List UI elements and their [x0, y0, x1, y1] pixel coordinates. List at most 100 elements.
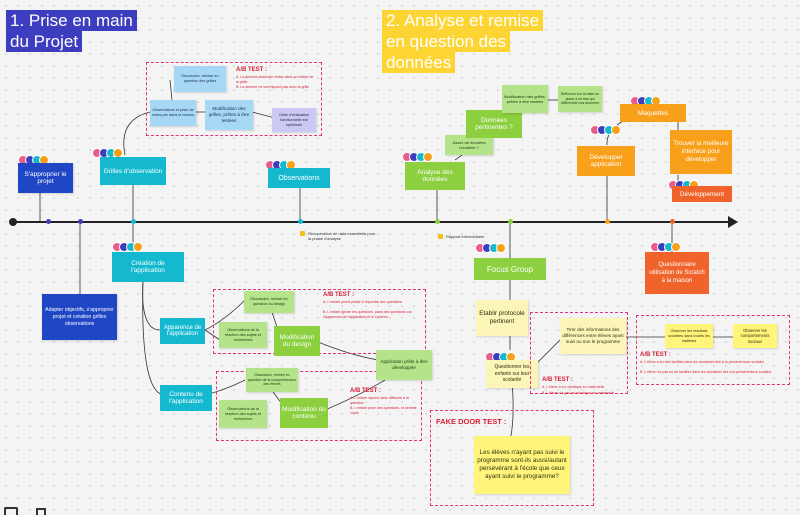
sticky-observer[interactable]: Observer les résultats scolaires dans to…	[665, 324, 713, 348]
node-analyse-label: Analyse des données	[417, 169, 453, 183]
timeline-start-dot	[9, 218, 17, 226]
node-observations[interactable]: Observations	[268, 168, 330, 188]
node-contenu-label: Contenu de l'application	[169, 391, 203, 405]
node-focus-group[interactable]: Focus Group	[474, 258, 546, 280]
node-etablir[interactable]: Etablir protocole pertinent	[476, 300, 528, 336]
node-questionnaire[interactable]: Questionnaire utilisation de Scratch à l…	[645, 252, 709, 294]
ab-test-title-2: A/B TEST :	[323, 292, 354, 298]
timeline-axis	[12, 221, 730, 223]
fake-door-area	[430, 410, 594, 506]
ab-test-title-5: A/B TEST :	[640, 352, 671, 358]
sticky-discussion-contenu[interactable]: Discussion, remise en question de la com…	[246, 368, 298, 392]
ab-test-area-contenu	[216, 371, 422, 441]
avatar-group	[650, 242, 681, 252]
section-2-title-line-3: données	[382, 52, 456, 73]
node-maquettes-label: Maquettes	[637, 109, 669, 117]
node-apparence-label: Apparence de l'application	[163, 325, 202, 337]
sticky-adapter[interactable]: Adapter objectifs, s'approprier projet e…	[42, 294, 117, 340]
ab-test-5-b: B. L'élève n'a pas eu de facilités dans …	[640, 370, 772, 374]
fake-door-title: FAKE DOOR TEST :	[436, 417, 507, 426]
node-analyse[interactable]: Analyse des données	[405, 162, 465, 190]
sticky-observer-comport[interactable]: Observer les comportements sociaux	[733, 324, 777, 348]
node-developpement[interactable]: Développement	[672, 186, 732, 202]
sticky-obs-prise[interactable]: Observations et prise de notes par dans …	[150, 100, 196, 126]
sticky-obs-reaction-contenu[interactable]: Observations de la réaction des sujets e…	[219, 400, 267, 428]
sticky-reflexion-text: Réflexion sur la mise en place d'un test…	[560, 92, 600, 106]
avatar-group	[402, 152, 433, 162]
node-modif-contenu-label: Modification du contenu	[282, 406, 326, 420]
node-contenu[interactable]: Contenu de l'application	[160, 385, 212, 411]
milestone-rapport: Rapport intermédiaire	[438, 234, 506, 239]
node-donnees-pertinentes[interactable]: Données pertinentes ?	[466, 110, 522, 138]
sticky-grille-eval-text: Grille d'évaluation fonctionnelle est op…	[278, 112, 310, 127]
toolbar-icon[interactable]	[4, 507, 18, 515]
ab-test-1-a: A. La donnée observée rentre dans un cri…	[236, 75, 314, 84]
avatar-group	[18, 155, 49, 165]
ab-test-title-3: A/B TEST :	[350, 388, 381, 394]
sticky-discussion-design-text: Discussion, remise en question du design	[250, 297, 288, 306]
node-developpement-label: Développement	[679, 190, 725, 198]
ab-test-title-1: A/B TEST :	[236, 67, 267, 73]
ab-test-2-b: B. L'enfant ignore les questions, pass d…	[323, 310, 412, 319]
avatar-group	[475, 243, 506, 253]
sticky-discussion-grilles-text: Discussion, remise en question des grill…	[181, 74, 219, 83]
node-modif-design-label: Modification du design	[279, 334, 315, 348]
sticky-observer-text: Observer les résultats scolaires dans to…	[668, 328, 710, 343]
sticky-modif-grilles-2-text: Modification des grilles, prêtes à être …	[504, 94, 546, 104]
section-1-title-line-1: 1. Prise en main	[6, 10, 137, 31]
node-modif-design[interactable]: Modification du design	[274, 326, 320, 356]
ab-test-area-tirer	[530, 312, 628, 394]
timeline-tick	[508, 219, 513, 224]
node-grilles[interactable]: Grilles d'observation	[100, 157, 166, 185]
node-etablir-label: Etablir protocole pertinent	[479, 310, 525, 325]
sticky-obs-reaction-contenu-text: Observations de la réaction des sujets e…	[225, 406, 261, 421]
node-focus-group-label: Focus Group	[486, 264, 534, 274]
sticky-application-prete[interactable]: Application prête à être développée	[376, 350, 432, 380]
sticky-discussion-grilles[interactable]: Discussion, remise en question des grill…	[174, 66, 226, 92]
node-apparence[interactable]: Apparence de l'application	[160, 318, 205, 344]
ab-test-5-a: A. L'élève a eu des facilités dans les d…	[640, 360, 764, 364]
toolbar-icon[interactable]	[36, 508, 46, 515]
sticky-modif-grilles[interactable]: Modification des grilles, prêtes à être …	[205, 100, 253, 130]
sticky-discussion-contenu-text: Discussion, remise en question de la com…	[248, 373, 296, 387]
ab-test-area-grilles	[146, 62, 322, 136]
sticky-tirer-text: Tirer des informations des différences e…	[562, 327, 624, 344]
timeline-tick	[298, 219, 303, 224]
ab-test-1-b: B. La donnée ne correspond pas avec la g…	[236, 85, 310, 89]
sticky-modif-grilles-2[interactable]: Modification des grilles, prêtes à être …	[502, 85, 548, 113]
section-2-title: 2. Analyse et remise en question des don…	[378, 10, 547, 73]
sticky-observer-comport-text: Observer les comportements sociaux	[740, 327, 770, 344]
sticky-discussion-design[interactable]: Discussion, remise en question du design	[244, 291, 294, 313]
sticky-fake-door-question[interactable]: Les élèves n'ayant pas suivi le programm…	[474, 436, 570, 494]
sticky-reflexion[interactable]: Réflexion sur la mise en place d'un test…	[558, 86, 602, 112]
ab-test-4-a: A. L'élève a eu robotique en maternelle	[542, 385, 605, 389]
sticky-grille-eval[interactable]: Grille d'évaluation fonctionnelle est op…	[272, 108, 316, 132]
timeline-tick	[605, 219, 610, 224]
timeline-tick	[46, 219, 51, 224]
sticky-obs-prise-text: Observations et prise de notes par dans …	[152, 108, 194, 117]
node-developper[interactable]: Développer application	[577, 146, 635, 176]
node-developper-label: Développer application	[589, 154, 623, 168]
node-maquettes[interactable]: Maquettes	[620, 104, 686, 122]
ab-test-title-4: A/B TEST :	[542, 377, 573, 383]
sticky-tirer[interactable]: Tirer des informations des différences e…	[560, 318, 626, 354]
node-questionner-label: Questionner les enfants sur leur scolari…	[494, 364, 530, 384]
node-sapproprier[interactable]: S'approprier le projet	[18, 163, 73, 193]
ab-test-4-b: B. L'élève n'a pas eu robotique en mater…	[542, 391, 614, 395]
ab-test-3-a: A. L'enfant répond sans difficulté à la …	[350, 396, 409, 405]
timeline-tick	[78, 219, 83, 224]
node-grilles-label: Grilles d'observation	[103, 167, 163, 175]
node-questionner[interactable]: Questionner les enfants sur leur scolari…	[486, 360, 538, 388]
node-questionnaire-label: Questionnaire utilisation de Scratch à l…	[649, 262, 705, 284]
section-1-title-line-2: du Projet	[6, 31, 83, 52]
ab-test-2-a: A. L'enfant prend plaisir à répondre aux…	[323, 300, 403, 304]
sticky-assez[interactable]: Assez de données récoltées ?	[445, 135, 493, 155]
node-modif-contenu[interactable]: Modification du contenu	[280, 398, 328, 428]
sticky-obs-reaction-design[interactable]: Observations de la réaction des sujets e…	[219, 322, 267, 348]
node-observations-label: Observations	[278, 174, 320, 182]
ab-test-3-b: B. L'enfant pose des questions, et sembl…	[350, 406, 417, 415]
node-trouver[interactable]: Trouver la meilleure interface pour déve…	[670, 130, 732, 174]
node-creation[interactable]: Création de l'application	[112, 252, 184, 282]
node-creation-label: Création de l'application	[131, 260, 165, 274]
section-1-title: 1. Prise en main du Projet	[2, 10, 141, 52]
